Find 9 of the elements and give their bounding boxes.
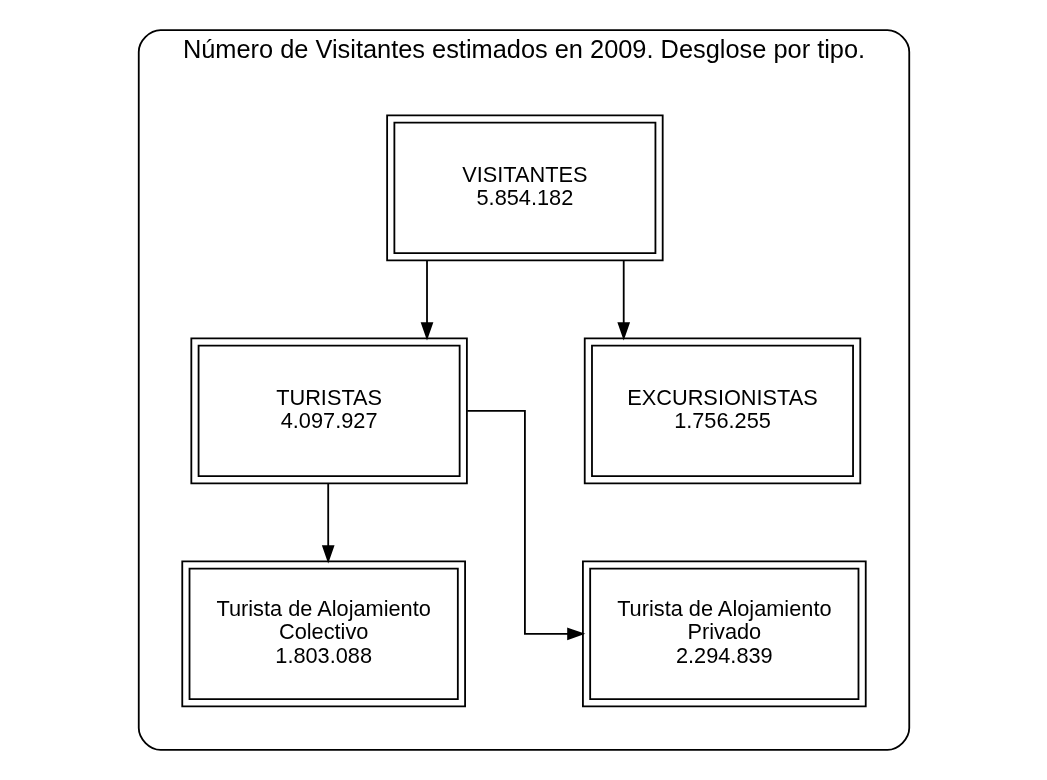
node-box: EXCURSIONISTAS 1.756.255	[583, 337, 861, 485]
arrow	[321, 482, 335, 564]
arrow	[420, 259, 433, 341]
node-box: Turista de Alojamiento Colectivo 1.803.088	[180, 560, 466, 708]
node-box: Turista de Alojamiento Privado 2.294.839	[581, 560, 867, 708]
node-box: TURISTAS 4.097.927	[189, 337, 468, 485]
arrow	[465, 409, 585, 641]
arrow	[616, 259, 630, 341]
node-box: VISITANTES 5.854.182	[385, 114, 664, 262]
